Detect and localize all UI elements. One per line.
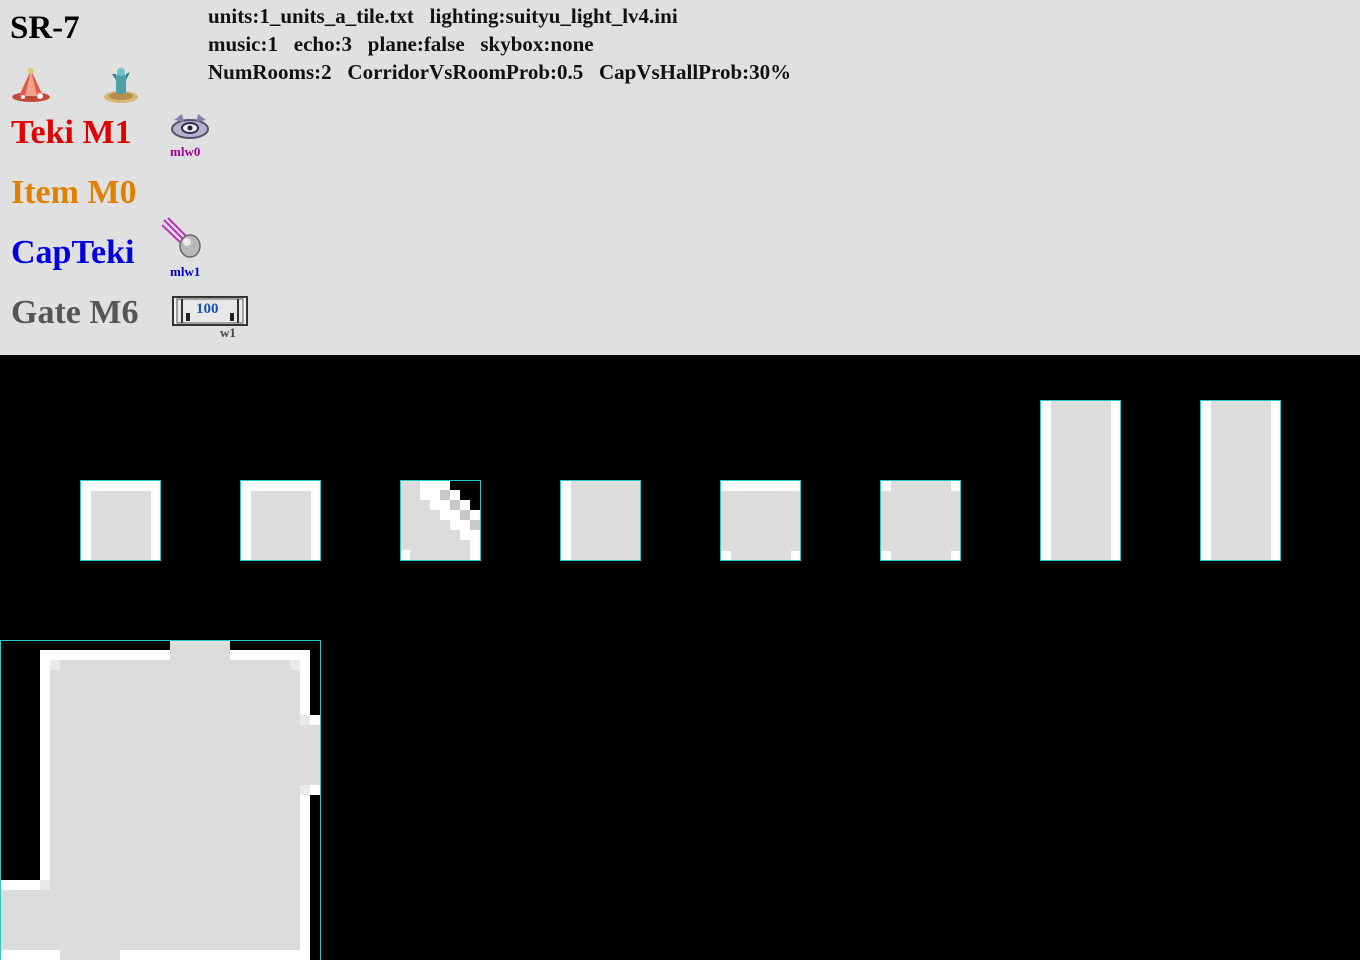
capteki-entity-code: mlw1 bbox=[170, 264, 201, 279]
info-line-1: units:1_units_a_tile.txt lighting:suityu… bbox=[208, 4, 678, 28]
room-tile bbox=[0, 640, 321, 960]
unit-tile-7 bbox=[1040, 400, 1121, 561]
unit-tile-4 bbox=[560, 480, 641, 561]
item-label: Item M0 bbox=[11, 174, 137, 211]
unit-tile-2 bbox=[240, 480, 321, 561]
gate-value: 100 bbox=[196, 301, 219, 317]
info-line-2: music:1 echo:3 plane:false skybox:none bbox=[208, 32, 594, 56]
page-title: SR-7 bbox=[10, 10, 80, 46]
unit-tile-1 bbox=[80, 480, 161, 561]
gate-icon: 100 bbox=[172, 295, 248, 327]
red-onion-icon bbox=[12, 68, 50, 102]
header-panel: SR-7 units:1_units_a_tile.txt lighting:s… bbox=[0, 0, 1360, 355]
gate-code: w1 bbox=[220, 325, 236, 340]
unit-map-area bbox=[0, 355, 1360, 960]
ship-pod-icon bbox=[104, 68, 138, 103]
unit-tile-6 bbox=[880, 480, 961, 561]
teki-label: Teki M1 bbox=[11, 114, 132, 151]
unit-tile-5 bbox=[720, 480, 801, 561]
info-line-3: NumRooms:2 CorridorVsRoomProb:0.5 CapVsH… bbox=[208, 60, 792, 84]
unit-tile-3 bbox=[400, 480, 481, 561]
unit-tile-8 bbox=[1200, 400, 1281, 561]
mlw1-egg-icon bbox=[162, 217, 201, 258]
teki-entity-code: mlw0 bbox=[170, 144, 201, 159]
capteki-label: CapTeki bbox=[11, 234, 135, 271]
mlw0-enemy-icon bbox=[171, 114, 209, 139]
gate-label: Gate M6 bbox=[11, 294, 139, 331]
